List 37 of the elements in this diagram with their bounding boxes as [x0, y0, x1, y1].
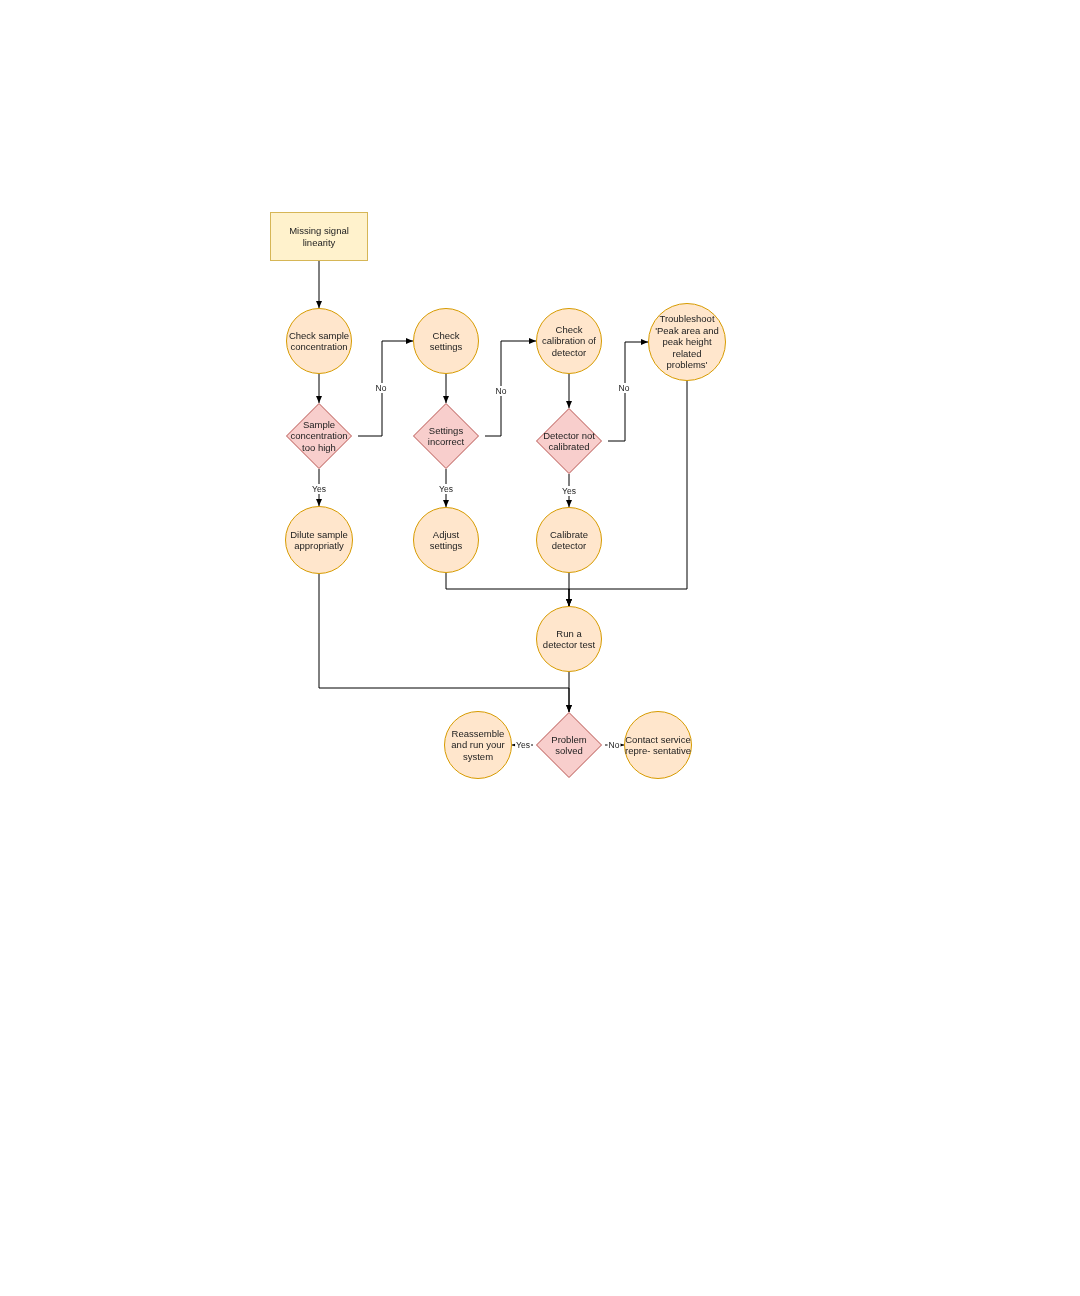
- arrow: [316, 260, 322, 309]
- arrow: [316, 468, 322, 507]
- edge-label: Yes: [561, 486, 577, 496]
- node-label: Reassemble and run your system: [450, 727, 506, 763]
- arrow: [566, 671, 572, 713]
- arrow: [316, 373, 322, 404]
- arrow: [443, 468, 449, 508]
- node-label: Dilute sample appropriatly: [289, 528, 349, 552]
- node-label: Problem solved: [550, 733, 588, 757]
- arrow: [566, 380, 688, 607]
- edge-label: Yes: [311, 484, 327, 494]
- edge-label: Yes: [515, 740, 531, 750]
- arrow: [357, 338, 414, 437]
- arrow: [566, 373, 572, 409]
- arrow: [443, 373, 449, 404]
- edge-label: No: [607, 740, 621, 750]
- node-label: Adjust settings: [428, 528, 464, 552]
- node-label: Contact service repre- sentative: [625, 733, 691, 757]
- start-box: [270, 212, 368, 261]
- node-label: Sample concentration too high: [289, 418, 349, 454]
- node-label: Calibrate detector: [549, 528, 589, 552]
- edge-label: No: [374, 383, 388, 393]
- node-label: Detector not calibrated: [542, 429, 596, 453]
- edge-label: No: [617, 383, 631, 393]
- edge-label: Yes: [438, 484, 454, 494]
- node-label: Run a detector test: [541, 627, 597, 651]
- node-label: Check calibration of detector: [541, 323, 597, 359]
- edge-label: No: [494, 386, 508, 396]
- node-label: Check settings: [428, 329, 464, 353]
- arrow: [566, 473, 572, 508]
- decision-diamond: [533, 712, 605, 778]
- arrow: [484, 338, 537, 437]
- node-label: Troubleshoot 'Peak area and peak height related problems': [654, 313, 720, 371]
- arrow: [607, 339, 649, 442]
- node-label: Missing signal linearity: [288, 225, 350, 248]
- node-label: Settings incorrect: [426, 424, 466, 448]
- node-label: Check sample concentration: [287, 329, 351, 353]
